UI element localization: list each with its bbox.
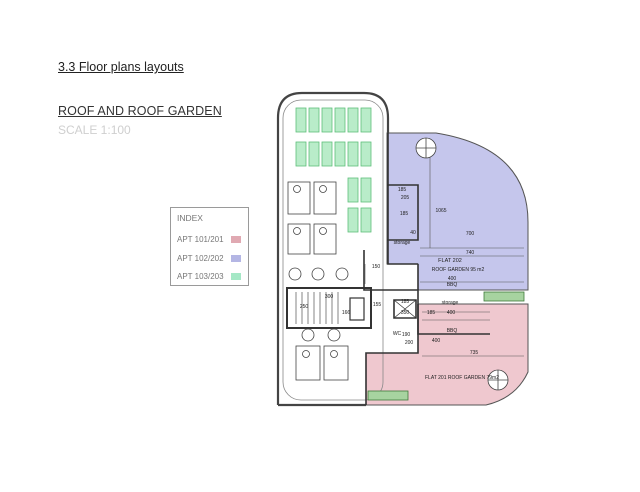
dim-185: 185 [400, 211, 409, 217]
inner-outline [282, 99, 384, 401]
fan-icon [335, 267, 349, 281]
walls [363, 133, 490, 405]
room-storage-lower: storage [442, 300, 459, 306]
legend-box: INDEX APT 101/201 APT 102/202 APT 103/20… [170, 207, 249, 286]
dim-190: 190 [402, 332, 411, 338]
dim-1065: 1065 [435, 208, 446, 214]
solar-panel [347, 207, 359, 233]
room-bbq-upper: BBQ [447, 282, 458, 288]
solar-panel [321, 141, 333, 167]
dim-150: 150 [372, 264, 381, 270]
legend-item-label: APT 103/203 [177, 272, 224, 281]
section-title: 3.3 Floor plans layouts [58, 60, 184, 74]
round-tables [415, 137, 509, 391]
dim-735: 735 [470, 350, 479, 356]
legend-item-apt-103-203: APT 103/203 [177, 272, 243, 284]
solar-panel [360, 177, 372, 203]
solar-panel [360, 207, 372, 233]
dim-700: 700 [466, 231, 475, 237]
dim-350: 350 [401, 310, 410, 316]
solar-panel [334, 141, 346, 167]
dim-185: 185 [401, 299, 410, 305]
dimension-lines [364, 140, 524, 357]
legend-swatch [231, 236, 241, 243]
legend-item-apt-101-201: APT 101/201 [177, 235, 243, 247]
room-storage-upper: storage [394, 240, 411, 246]
solar-panel-rows [295, 107, 372, 233]
solar-panel [347, 107, 359, 133]
planter [483, 291, 525, 302]
planters [367, 291, 525, 401]
solar-panel [308, 141, 320, 167]
dim-155: 155 [373, 302, 382, 308]
dim-400: 400 [432, 338, 441, 344]
dim-166: 166 [342, 310, 351, 316]
fan-icon [319, 227, 327, 235]
flat-202-area: ROOF GARDEN 95 m2 [432, 267, 485, 273]
plan-scale: SCALE 1:100 [58, 123, 131, 137]
solar-panel [360, 141, 372, 167]
fan-icon [293, 227, 301, 235]
water-heater-units [287, 181, 349, 381]
fan-icon [319, 185, 327, 193]
flat-202-name: FLAT 202 [438, 258, 462, 264]
stair-core [286, 287, 372, 329]
legend-title: INDEX [177, 213, 203, 223]
solar-panel [360, 107, 372, 133]
dim-250: 250 [300, 304, 309, 310]
legend-swatch [231, 273, 241, 280]
zone-apt-201 [365, 303, 529, 406]
dim-40: 40 [410, 230, 416, 236]
fan-icon [330, 350, 338, 358]
plan-title: ROOF AND ROOF GARDEN [58, 104, 222, 118]
solar-panel [347, 177, 359, 203]
dim-185: 185 [398, 187, 407, 193]
dim-400: 400 [448, 276, 457, 282]
dim-185: 185 [427, 310, 436, 316]
legend-item-apt-102-202: APT 102/202 [177, 254, 243, 266]
solar-panel [308, 107, 320, 133]
legend-swatch [231, 255, 241, 262]
dim-205: 205 [401, 195, 410, 201]
fan-icon [288, 267, 302, 281]
fan-icon [301, 328, 315, 342]
legend-item-label: APT 102/202 [177, 254, 224, 263]
fan-icon [311, 267, 325, 281]
fan-icon [302, 350, 310, 358]
room-wc: WC [393, 331, 402, 337]
dim-200: 200 [405, 340, 414, 346]
fan-icon [327, 328, 341, 342]
room-bbq-lower: BBQ [447, 328, 458, 334]
solar-panel [321, 107, 333, 133]
solar-panel [347, 141, 359, 167]
planter [367, 390, 409, 401]
solar-panel [295, 107, 307, 133]
flat-201-label: FLAT 201 ROOF GARDEN 79m2 [425, 375, 499, 381]
fan-icon [293, 185, 301, 193]
dim-740: 740 [466, 250, 475, 256]
zone-apt-202 [386, 132, 529, 291]
building-outline [276, 91, 390, 405]
dim-400: 400 [447, 310, 456, 316]
dim-300: 300 [325, 294, 334, 300]
solar-panel [295, 141, 307, 167]
solar-panel [334, 107, 346, 133]
legend-item-label: APT 101/201 [177, 235, 224, 244]
